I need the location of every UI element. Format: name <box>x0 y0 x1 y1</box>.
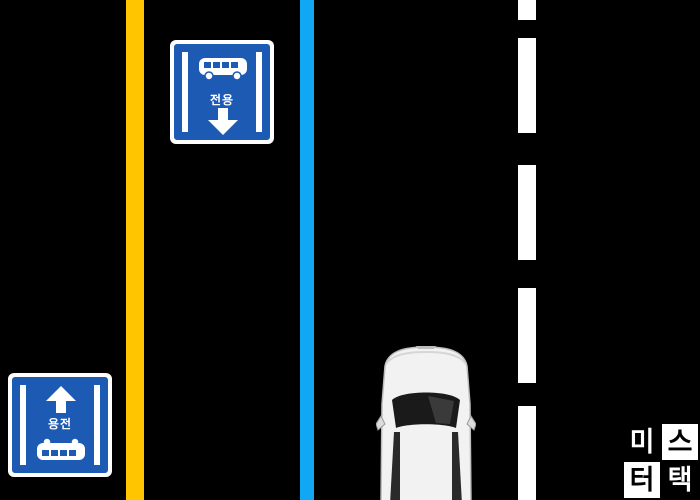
logo-char: 스 <box>662 424 698 460</box>
bus-lane-line-blue <box>300 0 314 500</box>
bus-only-sign-top: 전용 <box>170 40 274 144</box>
lane-divider-dash <box>518 0 536 20</box>
logo-char: 터 <box>624 462 660 498</box>
sign-label: 용전 <box>47 417 73 431</box>
arrow-up-icon <box>46 386 76 413</box>
lane-divider-dash <box>518 406 536 500</box>
car <box>376 346 476 500</box>
bus-icon <box>199 58 247 81</box>
center-line-yellow <box>126 0 144 500</box>
logo-char: 택 <box>662 462 698 498</box>
sign-panel: 용전 <box>11 376 109 474</box>
lane-divider-dash <box>518 38 536 133</box>
sign-border-bar <box>20 385 26 465</box>
watermark-logo: 미 스 터 택 <box>624 424 700 500</box>
arrow-down-icon <box>208 108 238 135</box>
lane-divider-dash <box>518 165 536 260</box>
sign-border-bar <box>94 385 100 465</box>
bus-only-sign-bottom: 용전 <box>8 373 112 477</box>
lane-divider-dash <box>518 288 536 383</box>
sign-border-bar <box>182 52 188 132</box>
bus-icon <box>37 437 85 460</box>
sign-panel: 전용 <box>173 43 271 141</box>
sign-border-bar <box>256 52 262 132</box>
logo-char: 미 <box>624 424 660 460</box>
sign-label: 전용 <box>209 93 235 107</box>
